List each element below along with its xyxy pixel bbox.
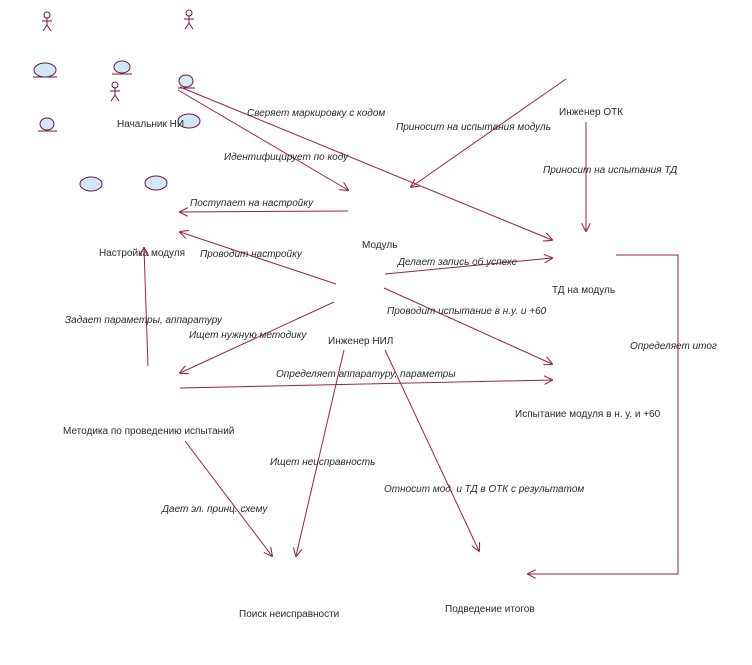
node-metodika: Методика по проведению испытаний bbox=[63, 426, 235, 437]
edge-identificiruet bbox=[177, 89, 348, 190]
usecase-icon bbox=[33, 62, 57, 78]
edge-zadaet bbox=[144, 248, 148, 367]
edge-label-ishet-neispravnost: Ищет неисправность bbox=[270, 457, 376, 468]
usecase-icon bbox=[177, 113, 201, 129]
node-nachalnik: Начальник НИ bbox=[117, 119, 185, 130]
usecase-icon bbox=[79, 176, 103, 192]
usecase-icon bbox=[144, 175, 168, 191]
edge-opredelyaet-apparaturu bbox=[179, 380, 552, 389]
edge-label-identificiruet: Идентифицирует по коду bbox=[224, 152, 349, 163]
actor-icon bbox=[110, 81, 120, 102]
edge-label-ishet-metodiku: Ищет нужную методику bbox=[189, 330, 307, 341]
edge-ishet-metodiku bbox=[180, 301, 335, 373]
edge-label-zadaet: Задает параметры, аппаратуру bbox=[65, 315, 223, 326]
actor-icons bbox=[42, 9, 194, 102]
usecase-icon bbox=[112, 60, 132, 75]
edge-label-daet-skhemu: Дает эл. принц. схему bbox=[162, 504, 268, 515]
node-nastroika: Настройка модуля bbox=[99, 248, 186, 259]
edge-label-opredelyaet-apparaturu: Определяет аппаратуру, параметры bbox=[276, 369, 456, 380]
edge-label-otnosit: Относит мод. и ТД в ОТК с результатом bbox=[384, 484, 585, 495]
node-podvedenie: Подведение итогов bbox=[445, 604, 535, 615]
node-poisk: Поиск неисправности bbox=[239, 609, 340, 620]
edge-postupaet bbox=[180, 211, 349, 212]
edge-label-prinosit-td: Приносит на испытания ТД bbox=[543, 165, 678, 176]
edge-sveryaet bbox=[179, 86, 552, 240]
node-inzhener-otk: Инженер ОТК bbox=[559, 107, 624, 118]
edge-provodit-nastroiku bbox=[180, 232, 337, 285]
edge-otnosit bbox=[384, 349, 479, 551]
edge-label-provodit-ispytanie: Проводит испытание в н.у. и +60 bbox=[387, 306, 547, 317]
edge-label-provodit-nastroiku: Проводит настройку bbox=[200, 249, 302, 260]
edge-delaet-zapis bbox=[384, 258, 552, 275]
edge-label-opredelyaet-itog: Определяет итог bbox=[630, 341, 717, 352]
edge-label-sveryaet: Сверяет маркировку с кодом bbox=[247, 108, 386, 119]
edge-ishet-neispravnost bbox=[296, 349, 345, 556]
usecase-icon bbox=[38, 117, 57, 132]
edge-label-prinosit-modul: Приносит на испытания модуль bbox=[396, 122, 551, 133]
node-ispytanie: Испытание модуля в н. у. и +60 bbox=[515, 409, 661, 420]
edge-prinosit-modul bbox=[411, 78, 567, 187]
edge-label-postupaet: Поступает на настройку bbox=[190, 198, 314, 209]
usecase-icon bbox=[178, 74, 195, 89]
actor-icon bbox=[184, 9, 194, 30]
edge-provodit-ispytanie bbox=[383, 287, 552, 364]
actor-icon bbox=[42, 11, 52, 32]
edge-opredelyaet-itog bbox=[528, 254, 679, 574]
node-modul: Модуль bbox=[362, 240, 398, 251]
edge-label-delaet-zapis: Делает запись об успехе bbox=[398, 257, 518, 268]
edge-daet-skhemu bbox=[184, 440, 272, 556]
node-td-na-modul: ТД на модуль bbox=[552, 285, 616, 296]
connectors bbox=[144, 78, 679, 574]
node-inzhener-nil: Инженер НИЛ bbox=[328, 336, 394, 347]
usecase-icons bbox=[33, 60, 201, 192]
